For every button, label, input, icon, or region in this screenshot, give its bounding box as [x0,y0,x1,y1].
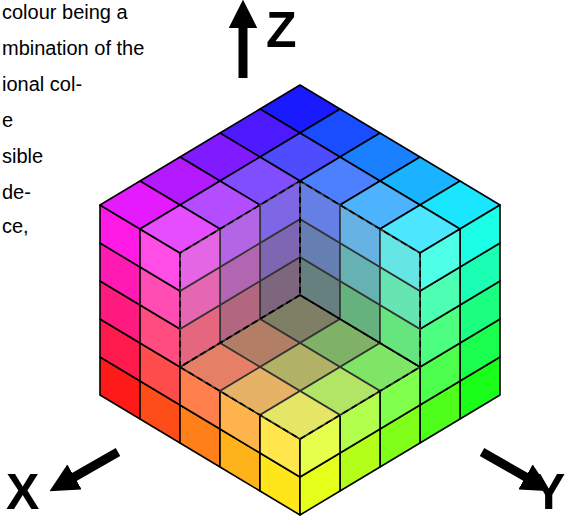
axis-label: X [6,466,39,518]
x-axis-arrow [62,452,118,484]
axis-label: Y [532,466,565,518]
color-cell [180,229,220,291]
cutaway-edge [180,181,300,367]
color-cell [300,181,340,243]
text-fragment: mbination of the [2,36,144,60]
text-fragment: ce, [2,214,29,238]
text-fragment: sible [2,144,43,168]
color-cell [420,229,460,291]
color-cell [380,229,420,291]
cutaway-edge [180,295,420,439]
color-cell [260,181,300,243]
text-fragment: de- [2,180,31,204]
cutaway-outline [180,181,420,439]
cube-cells [100,85,500,515]
color-cell [460,205,500,267]
y-axis-arrow [482,452,538,484]
text-fragment: ional col- [2,72,82,96]
color-cell [220,205,260,267]
cutaway-edge [300,181,420,367]
text-fragment: colour being a [2,0,128,24]
axis-label: Z [266,4,297,56]
text-fragment: e [2,108,13,132]
color-cell [260,391,340,439]
color-cell [340,205,380,267]
z-axis-arrow [239,14,248,78]
